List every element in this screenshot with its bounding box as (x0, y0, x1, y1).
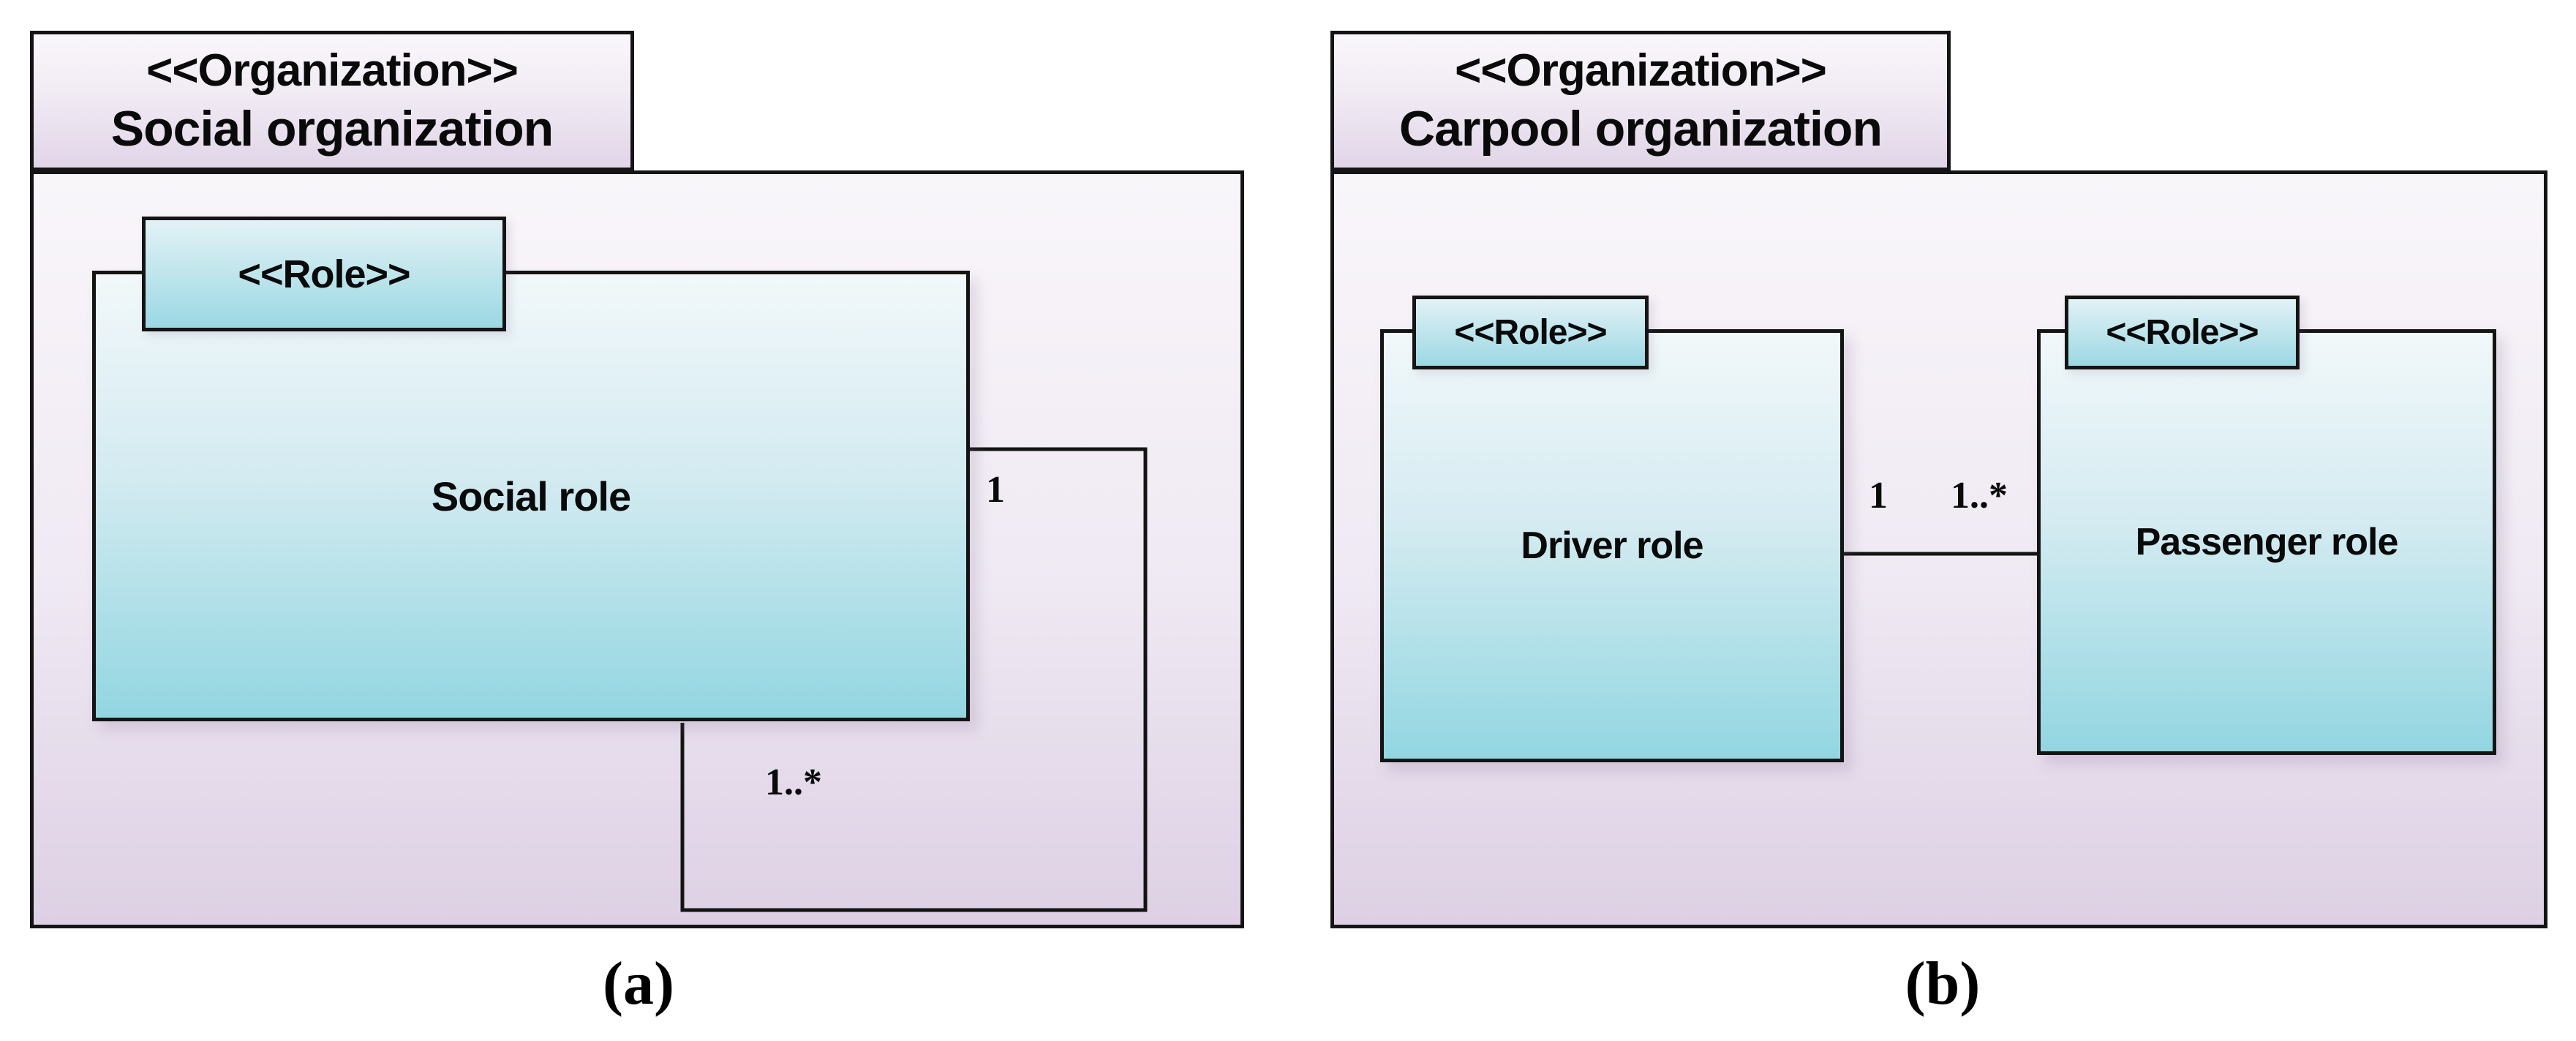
figure-caption-b: (b) (1905, 950, 1981, 1018)
social-role-stereotype-label: <<Role>> (238, 252, 410, 296)
social-role-class-name: Social role (431, 473, 631, 519)
multiplicity-label-b-driver: 1 (1869, 475, 1888, 516)
driver-role-stereotype-tab: <<Role>> (1412, 296, 1649, 369)
package-b-name: Carpool organization (1399, 100, 1883, 157)
social-role-stereotype-tab: <<Role>> (142, 217, 506, 331)
driver-role-class-name: Driver role (1521, 525, 1703, 567)
passenger-role-class-name: Passenger role (2135, 521, 2399, 563)
figure-caption-a: (a) (603, 950, 674, 1018)
multiplicity-label-a-target: 1..* (765, 762, 822, 803)
multiplicity-label-b-passenger: 1..* (1951, 475, 2008, 516)
package-a-name: Social organization (110, 100, 554, 157)
multiplicity-label-a-source: 1 (986, 469, 1005, 511)
driver-role-stereotype-label: <<Role>> (1454, 313, 1607, 352)
package-a-tab: <<Organization>> Social organization (30, 31, 634, 171)
passenger-role-class-box: Passenger role (2037, 329, 2496, 755)
social-role-class-box: Social role (92, 271, 970, 721)
package-a-stereotype: <<Organization>> (146, 45, 519, 97)
driver-role-class-box: Driver role (1380, 329, 1844, 762)
passenger-role-stereotype-tab: <<Role>> (2065, 296, 2300, 369)
package-b-tab: <<Organization>> Carpool organization (1330, 31, 1951, 171)
package-b-stereotype: <<Organization>> (1455, 45, 1827, 97)
passenger-role-stereotype-label: <<Role>> (2106, 313, 2259, 352)
